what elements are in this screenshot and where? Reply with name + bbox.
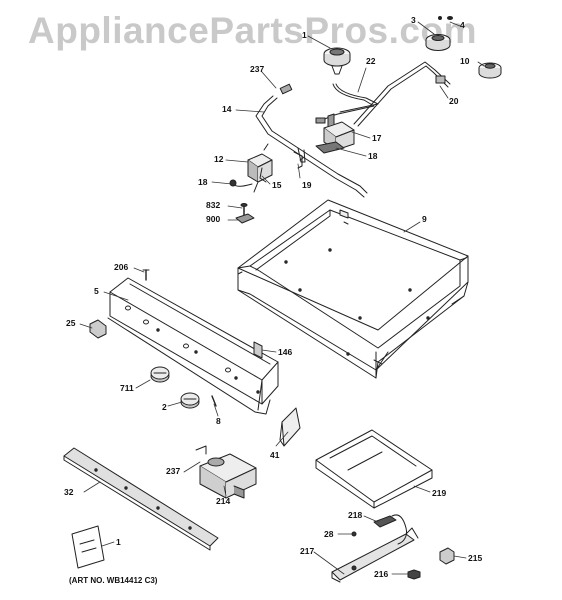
callout-711: 711: [120, 383, 134, 393]
callout-900: 900: [206, 214, 220, 224]
leader-lines: [79, 21, 485, 575]
gas-tube-20: [353, 61, 451, 127]
burner-box-9: [237, 199, 469, 379]
callout-214: 214: [216, 496, 230, 506]
regulator-214: [195, 445, 257, 499]
spring-8: [211, 395, 217, 407]
knob-2: [180, 392, 200, 409]
callout-218: 218: [348, 510, 362, 520]
callout-1: 1: [302, 30, 307, 40]
callout-28: 28: [324, 529, 334, 539]
callout-22: 22: [366, 56, 376, 66]
burner-tube-217: [331, 527, 419, 583]
burner-head-1: [323, 47, 351, 75]
callout-219: 219: [432, 488, 446, 498]
clip-900: [235, 213, 255, 224]
callout-20: 20: [449, 96, 459, 106]
callout-14: 14: [222, 104, 232, 114]
callout-9: 9: [422, 214, 427, 224]
callout-237-bottom: 237: [166, 466, 180, 476]
booklet-1: [71, 525, 105, 569]
callout-832: 832: [206, 200, 220, 210]
ignitor-15: [259, 167, 267, 183]
screw-206: [142, 269, 150, 281]
callout-labels: 1 3 4 10 237 22 20 14 17 18 12 15 19 18 …: [64, 15, 482, 579]
callout-2: 2: [162, 402, 167, 412]
manifold-strip-32: [63, 447, 219, 551]
cover-41: [279, 407, 301, 447]
burner-head-top-right: [425, 16, 453, 51]
watermark: AppliancePartsPros.com: [28, 10, 477, 51]
callout-18-right: 18: [368, 151, 378, 161]
callout-32: 32: [64, 487, 74, 497]
callout-12: 12: [214, 154, 224, 164]
callout-41: 41: [270, 450, 280, 460]
callout-206: 206: [114, 262, 128, 272]
burner-head-10: [478, 62, 502, 79]
knob-711: [150, 366, 170, 383]
shield-219: [315, 429, 433, 509]
callout-25: 25: [66, 318, 76, 328]
bracket-146: [253, 341, 263, 359]
ignitor-218: [373, 514, 407, 545]
callout-5: 5: [94, 286, 99, 296]
callout-237-top: 237: [250, 64, 264, 74]
bracket-19: [293, 151, 304, 169]
callout-10: 10: [460, 56, 470, 66]
screw-832: [240, 203, 248, 217]
art-number: (ART NO. WB14412 C3): [69, 576, 158, 585]
callout-216: 216: [374, 569, 388, 579]
control-panel-5: [107, 277, 279, 415]
gas-tube-22: [315, 83, 379, 124]
clip-25: [89, 319, 107, 339]
spark-switch-12: [229, 143, 273, 193]
callout-18-left: 18: [198, 177, 208, 187]
orifice-215: [439, 547, 455, 565]
callout-215: 215: [468, 553, 482, 563]
callout-146: 146: [278, 347, 292, 357]
callout-4: 4: [460, 20, 465, 30]
nut-216: [407, 569, 421, 580]
manifold-pipe-14: [255, 83, 368, 198]
screw-28: [351, 531, 357, 537]
callout-3: 3: [411, 15, 416, 25]
callout-19: 19: [302, 180, 312, 190]
callout-217: 217: [300, 546, 314, 556]
callout-17: 17: [372, 133, 382, 143]
callout-1-booklet: 1: [116, 537, 121, 547]
bracket-18: [315, 141, 345, 154]
callout-15: 15: [272, 180, 282, 190]
callout-8: 8: [216, 416, 221, 426]
